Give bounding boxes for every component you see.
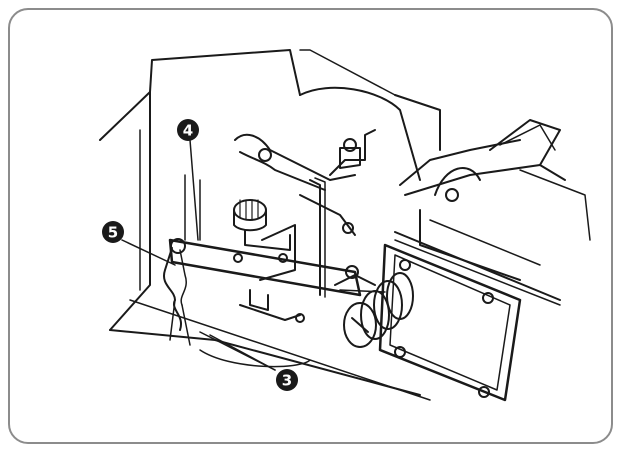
- leader-line-4: [189, 139, 199, 241]
- machine-casing: [99, 49, 441, 401]
- leader-lines: [121, 139, 276, 371]
- hook-chain: [162, 247, 191, 346]
- callout-3-label: 3: [282, 372, 292, 390]
- lower-screw: [239, 289, 305, 323]
- leader-line-3b: [209, 334, 276, 371]
- presser-foot-assembly: [399, 119, 591, 281]
- callout-4-label: 4: [183, 122, 193, 140]
- callout-3: 3: [276, 369, 298, 391]
- thumb-screw-bracket: [233, 199, 296, 281]
- spring-coil: [334, 265, 414, 348]
- callout-5: 5: [102, 221, 124, 243]
- callout-5-label: 5: [108, 224, 118, 242]
- adjusting-bar: [168, 174, 362, 297]
- callout-4: 4: [177, 119, 199, 141]
- upper-lever: [234, 129, 376, 298]
- leader-line-5: [121, 239, 176, 266]
